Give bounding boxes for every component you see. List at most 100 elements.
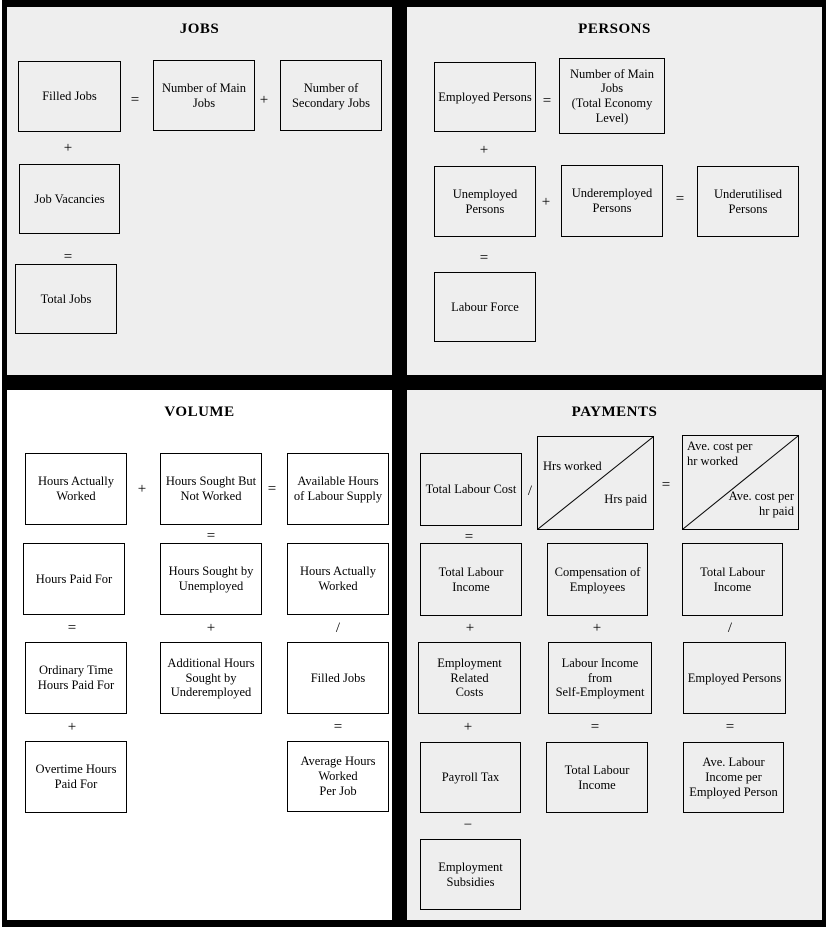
ratio-numerator-label: Hrs worked bbox=[543, 459, 602, 473]
box-label: Filled Jobs bbox=[310, 670, 366, 685]
box-label: Employment Subsidies bbox=[438, 859, 503, 889]
box-available-hours-of-labour-supply: Available Hours of Labour Supply bbox=[287, 453, 389, 525]
box-label: Underutilised Persons bbox=[713, 186, 783, 216]
box-label: Hours Paid For bbox=[35, 571, 113, 586]
box-label: Filled Jobs bbox=[42, 89, 97, 104]
operator-divide: / bbox=[335, 620, 341, 636]
box-average-hours-worked-per-job: Average Hours Worked Per Job bbox=[287, 741, 389, 812]
box-underutilised-persons: Underutilised Persons bbox=[697, 166, 799, 237]
box-filled-jobs-volume: Filled Jobs bbox=[287, 642, 389, 714]
box-label: Employed Persons bbox=[687, 670, 782, 685]
box-label: Ordinary Time Hours Paid For bbox=[37, 663, 115, 692]
box-underemployed-persons: Underemployed Persons bbox=[561, 165, 663, 237]
operator-plus: + bbox=[463, 719, 473, 735]
box-hours-paid-for: Hours Paid For bbox=[23, 543, 125, 615]
box-ordinary-time-hours-paid-for: Ordinary Time Hours Paid For bbox=[25, 642, 127, 714]
quadrant-title-payments: PAYMENTS bbox=[571, 404, 658, 420]
box-label: Number of Secondary Jobs bbox=[291, 80, 371, 110]
box-label: Compensation of Employees bbox=[554, 564, 641, 594]
box-label: Additional Hours Sought by Underemployed bbox=[167, 655, 255, 700]
box-hrs-worked-hrs-paid-ratio: Hrs worked Hrs paid bbox=[537, 436, 654, 530]
diagonal-line bbox=[538, 437, 653, 529]
box-label: Payroll Tax bbox=[441, 770, 500, 785]
box-label: Total Labour Income bbox=[564, 762, 630, 792]
quadrant-title-jobs: JOBS bbox=[179, 21, 220, 37]
box-label: Ave. Labour Income per Employed Person bbox=[689, 755, 778, 799]
operator-equals: = bbox=[333, 719, 343, 735]
operator-plus: + bbox=[206, 620, 216, 636]
box-label: Hours Sought by Unemployed bbox=[168, 564, 254, 593]
box-label: Available Hours of Labour Supply bbox=[293, 474, 383, 503]
box-label: Total Labour Cost bbox=[425, 482, 517, 497]
box-job-vacancies: Job Vacancies bbox=[19, 164, 120, 234]
box-label: Hours Sought But Not Worked bbox=[165, 474, 257, 503]
diagonal-line bbox=[683, 436, 798, 529]
operator-equals: = bbox=[479, 250, 489, 266]
box-label: Hours Actually Worked bbox=[37, 474, 115, 503]
operator-equals: = bbox=[67, 620, 77, 636]
operator-equals: = bbox=[675, 191, 685, 207]
operator-equals: = bbox=[63, 249, 73, 265]
box-label: Number of Main Jobs (Total Economy Level… bbox=[569, 66, 654, 125]
box-label: Hours Actually Worked bbox=[299, 564, 377, 593]
quadrant-volume: VOLUME Hours Actually Worked + Hours Sou… bbox=[7, 390, 392, 920]
ratio-denominator-label: Ave. cost per hr paid bbox=[728, 489, 794, 518]
box-number-of-main-jobs-total-economy: Number of Main Jobs (Total Economy Level… bbox=[559, 58, 665, 134]
quadrant-jobs: JOBS Filled Jobs = Number of Main Jobs +… bbox=[7, 7, 392, 375]
quadrant-persons: PERSONS Employed Persons = Number of Mai… bbox=[407, 7, 822, 375]
box-label: Overtime Hours Paid For bbox=[35, 762, 117, 791]
box-overtime-hours-paid-for: Overtime Hours Paid For bbox=[25, 741, 127, 813]
box-hours-actually-worked: Hours Actually Worked bbox=[25, 453, 127, 525]
box-filled-jobs: Filled Jobs bbox=[18, 61, 121, 132]
operator-equals: = bbox=[206, 528, 216, 544]
ratio-numerator-label: Ave. cost per hr worked bbox=[687, 439, 753, 468]
box-number-of-main-jobs: Number of Main Jobs bbox=[153, 60, 255, 131]
box-labour-force: Labour Force bbox=[434, 272, 536, 342]
box-hours-sought-but-not-worked: Hours Sought But Not Worked bbox=[160, 453, 262, 525]
quadrant-title-persons: PERSONS bbox=[578, 21, 651, 37]
operator-equals: = bbox=[542, 93, 552, 109]
box-label: Unemployed Persons bbox=[452, 186, 518, 216]
box-label: Job Vacancies bbox=[34, 191, 105, 206]
box-total-labour-income-2: Total Labour Income bbox=[682, 543, 783, 616]
operator-plus: + bbox=[259, 92, 269, 108]
operator-plus: + bbox=[479, 142, 489, 158]
box-employed-persons-payments: Employed Persons bbox=[683, 642, 786, 714]
operator-divide: / bbox=[527, 483, 533, 499]
box-hours-actually-worked-2: Hours Actually Worked bbox=[287, 543, 389, 615]
box-employment-related-costs: Employment Related Costs bbox=[418, 642, 521, 714]
box-label: Total Jobs bbox=[40, 291, 92, 306]
quadrant-payments: PAYMENTS Total Labour Cost / Hrs worked … bbox=[407, 390, 822, 920]
operator-equals: = bbox=[590, 719, 600, 735]
box-labour-income-from-self-employment: Labour Income from Self-Employment bbox=[548, 642, 652, 714]
box-employed-persons: Employed Persons bbox=[434, 62, 536, 132]
operator-equals: = bbox=[130, 92, 140, 108]
operator-plus: + bbox=[541, 194, 551, 210]
operator-divide: / bbox=[727, 620, 733, 636]
box-payroll-tax: Payroll Tax bbox=[420, 742, 521, 813]
operator-equals: = bbox=[267, 481, 277, 497]
box-label: Average Hours Worked Per Job bbox=[300, 754, 376, 798]
box-unemployed-persons: Unemployed Persons bbox=[434, 166, 536, 237]
operator-minus: − bbox=[463, 817, 473, 833]
box-label: Underemployed Persons bbox=[571, 186, 653, 215]
ratio-denominator-label: Hrs paid bbox=[604, 492, 647, 506]
box-hours-sought-by-unemployed: Hours Sought by Unemployed bbox=[160, 543, 262, 615]
box-label: Total Labour Income bbox=[438, 564, 504, 594]
operator-plus: + bbox=[67, 719, 77, 735]
box-label: Total Labour Income bbox=[700, 564, 765, 594]
box-ave-cost-ratio: Ave. cost per hr worked Ave. cost per hr… bbox=[682, 435, 799, 530]
operator-equals: = bbox=[661, 477, 671, 493]
box-number-of-secondary-jobs: Number of Secondary Jobs bbox=[280, 60, 382, 131]
box-label: Employment Related Costs bbox=[437, 655, 502, 700]
box-label: Employed Persons bbox=[438, 89, 532, 104]
operator-equals: = bbox=[725, 719, 735, 735]
box-label: Number of Main Jobs bbox=[161, 80, 246, 110]
box-label: Labour Force bbox=[451, 299, 519, 314]
box-label: Labour Income from Self-Employment bbox=[555, 655, 645, 700]
operator-plus: + bbox=[137, 481, 147, 497]
box-additional-hours-sought-by-underemployed: Additional Hours Sought by Underemployed bbox=[160, 642, 262, 714]
box-compensation-of-employees: Compensation of Employees bbox=[547, 543, 648, 616]
box-total-labour-income-3: Total Labour Income bbox=[546, 742, 648, 813]
